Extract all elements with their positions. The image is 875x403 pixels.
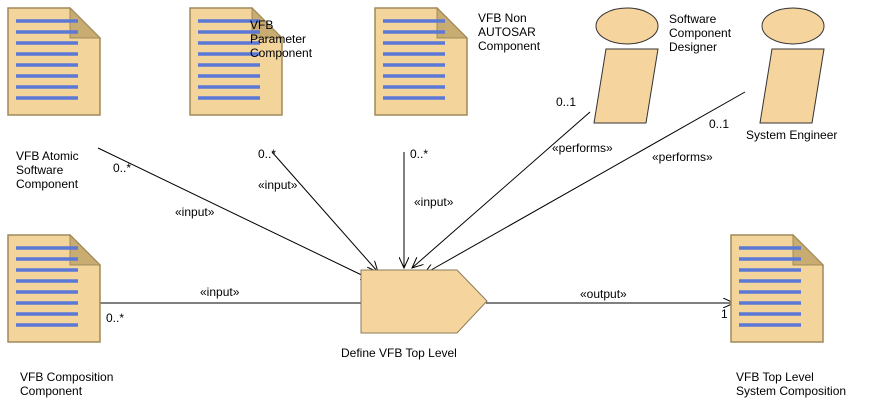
label-parameter-line3: Component [250,46,313,60]
stereotype-designer-performs: «performs» [552,141,613,155]
multiplicity-parameter: 0..* [258,147,277,161]
label-non-autosar-line2: AUTOSAR [478,25,536,39]
task-define-vfb-top-level [360,269,488,334]
edge-designer-performs [412,111,591,268]
edge-atomic-input [97,147,372,280]
label-designer-line3: Designer [669,40,718,54]
label-non-autosar-line1: VFB Non [478,11,527,25]
document-icon-non-autosar [374,6,469,116]
actor-icon-engineer [759,7,825,124]
multiplicity-non-autosar: 0..* [410,147,429,161]
actor-icon-designer [593,7,659,124]
stereotype-composition-input: «input» [200,285,240,299]
edge-engineer-performs [424,91,746,274]
label-output-line2: System Composition [736,384,847,398]
multiplicity-composition: 0..* [106,311,125,325]
label-atomic-line2: Software [16,163,64,177]
label-atomic-line1: VFB Atomic [16,149,79,163]
edge-parameter-input [271,151,378,272]
label-designer-line2: Component [669,26,732,40]
label-parameter-line2: Parameter [250,32,307,46]
label-composition-line2: Component [20,384,83,398]
multiplicity-designer: 0..1 [556,95,577,109]
stereotype-parameter-input: «input» [258,178,298,192]
stereotype-engineer-performs: «performs» [652,150,713,164]
label-atomic-line3: Component [16,177,79,191]
label-parameter-line1: VFB [250,18,274,32]
stereotype-atomic-input: «input» [175,205,215,219]
label-non-autosar-line3: Component [478,39,541,53]
label-engineer: System Engineer [746,128,838,142]
stereotype-non-autosar-input: «input» [414,195,454,209]
stereotype-output: «output» [580,287,627,301]
multiplicity-engineer: 0..1 [709,117,730,131]
multiplicity-output: 1 [721,307,728,321]
document-icon-composition [7,233,102,343]
label-designer-line1: Software [669,12,717,26]
document-icon-output [730,233,825,343]
document-icon-atomic [7,6,102,116]
document-icon-parameter [189,6,284,116]
label-output-line1: VFB Top Level [736,370,814,384]
label-composition-line1: VFB Composition [20,370,114,384]
label-task: Define VFB Top Level [341,346,457,360]
multiplicity-atomic: 0..* [113,161,132,175]
